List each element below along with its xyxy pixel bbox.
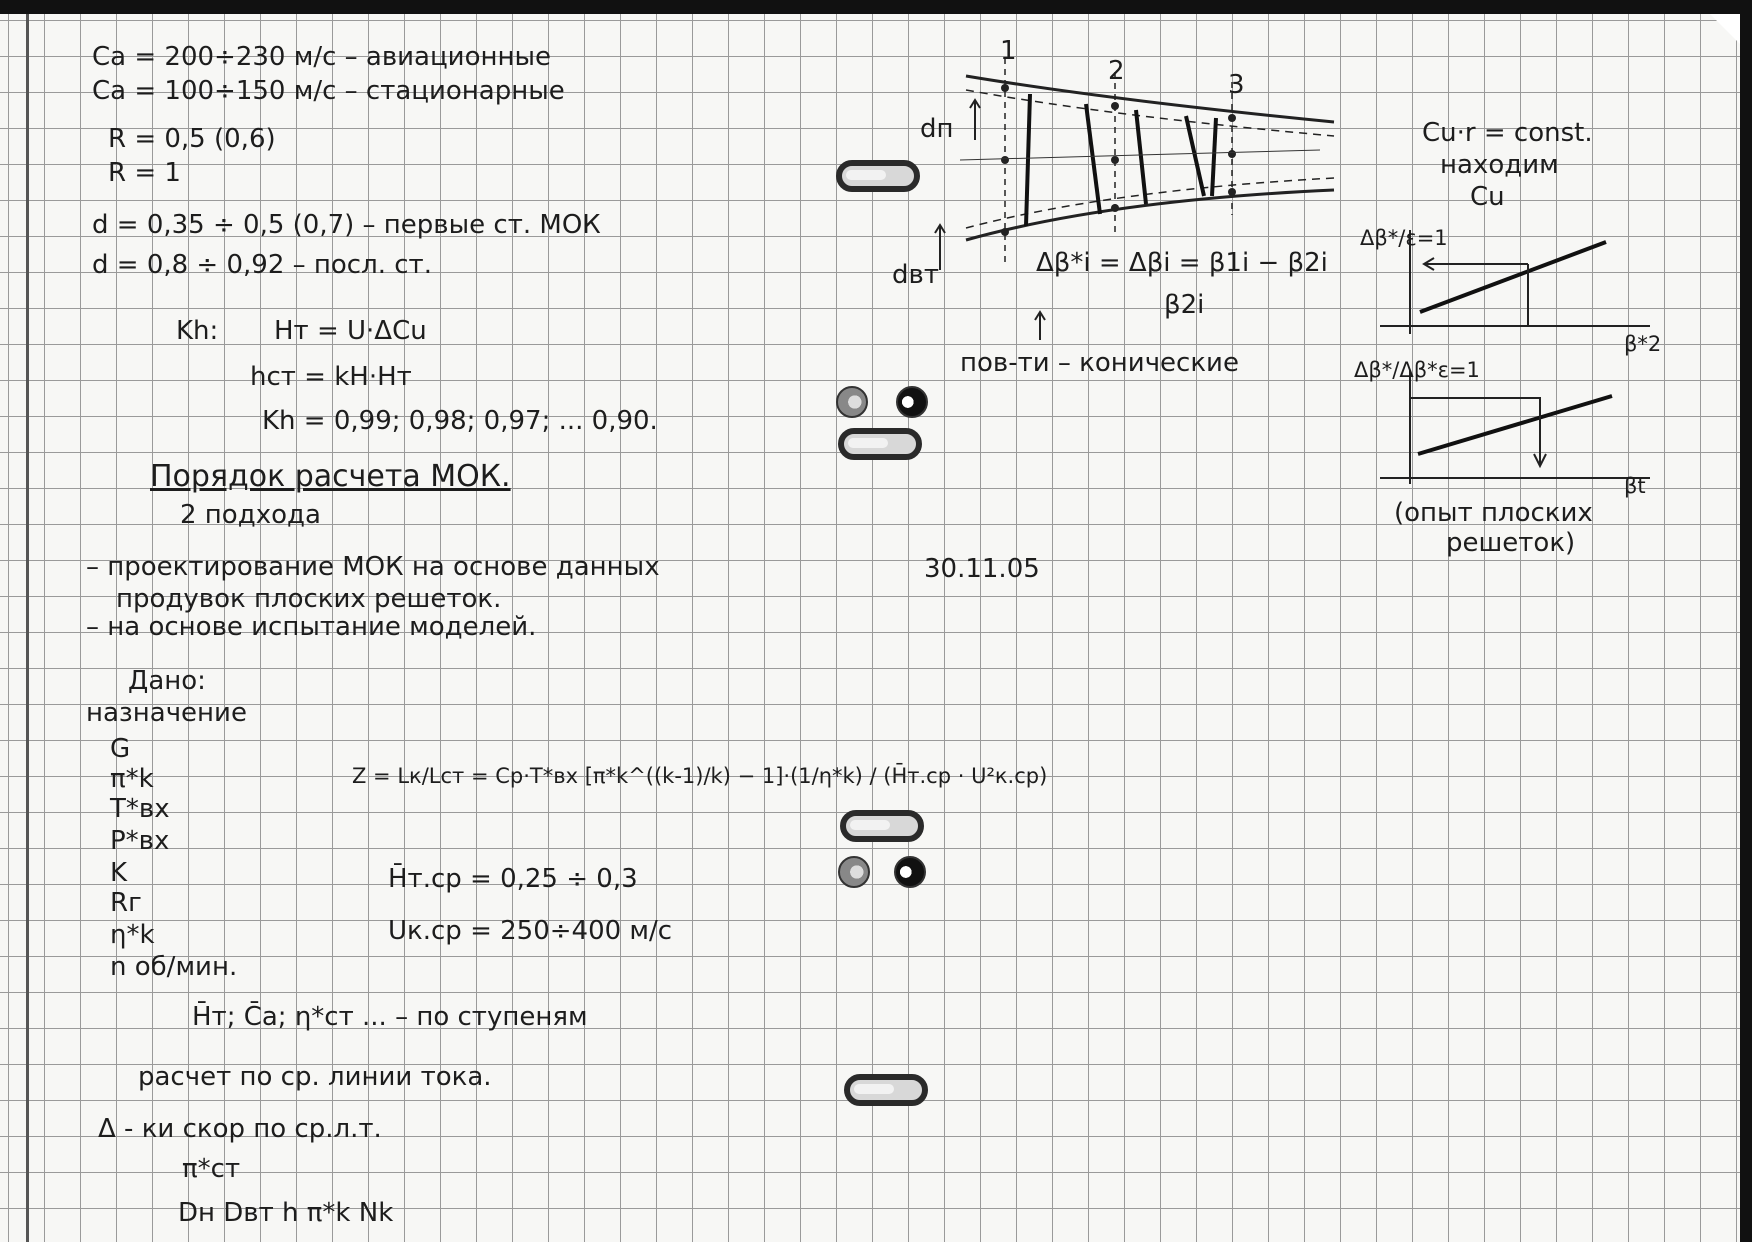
param-pi-k: π*k <box>110 764 154 794</box>
date: 30.11.05 <box>924 554 1040 584</box>
margin-line <box>26 14 29 1242</box>
punch-hole <box>894 856 926 888</box>
beta-2i-label: β2i <box>1164 290 1205 320</box>
ca-stationary-line: Ca = 100÷150 м/с – стационарные <box>92 76 565 106</box>
delta-beta-formula: Δβ*i = Δβi = β1i − β2i <box>1036 248 1328 278</box>
ca-aviation-line: Ca = 200÷230 м/с – авиационные <box>92 42 552 72</box>
param-g: G <box>110 734 131 764</box>
hst-formula: hст = kH·Hт <box>250 362 412 392</box>
binder-ring <box>836 160 920 192</box>
scan-top-border <box>0 0 1752 14</box>
param-eta-k: η*k <box>110 920 155 950</box>
approach-1-line-2: продувок плоских решеток. <box>116 584 502 614</box>
designation-label: назначение <box>86 698 247 728</box>
punch-hole <box>896 386 928 418</box>
param-n: n об/мин. <box>110 952 238 982</box>
cu-label: Cu <box>1470 182 1505 212</box>
d-first-stages: d = 0,35 ÷ 0,5 (0,7) – первые ст. МОК <box>92 210 601 240</box>
ht-formula: Hт = U·ΔCu <box>274 316 427 346</box>
param-p-in: P*вх <box>110 826 170 856</box>
conical-surfaces: пов-ти – конические <box>960 348 1239 378</box>
mean-line-calc: расчет по ср. линии тока. <box>138 1062 492 1092</box>
flow-path-sketch <box>934 58 1335 340</box>
hub-diameter-label: dвт <box>892 260 939 290</box>
d-last-stages: d = 0,8 ÷ 0,92 – посл. ст. <box>92 250 432 280</box>
graph2-xlabel: βt <box>1624 474 1646 498</box>
ht-average: H̄т.ср = 0,25 ÷ 0,3 <box>388 864 638 894</box>
graph-delta-beta-ratio-vs-betat <box>1380 370 1650 484</box>
cu-r-const: Cu·r = const. <box>1422 118 1593 148</box>
r-value-1: R = 0,5 (0,6) <box>108 124 276 154</box>
param-rg: Rг <box>110 888 142 918</box>
grid-data-note-1: (опыт плоских <box>1394 498 1593 528</box>
output-params: Dн Dвт h π*k Nk <box>178 1198 394 1228</box>
given-label: Дано: <box>128 666 206 696</box>
approach-2: – на основе испытание моделей. <box>86 612 537 642</box>
graph2-ylabel: Δβ*/Δβ*ε=1 <box>1354 358 1480 382</box>
param-t-in: T*вх <box>110 794 170 824</box>
find-label: находим <box>1440 150 1559 180</box>
graph1-ylabel: Δβ*/ε=1 <box>1360 226 1448 250</box>
graph-delta-beta-vs-beta2 <box>1380 230 1650 334</box>
per-stage-params: H̄т; C̄a; η*ст ... – по ступеням <box>192 1002 588 1032</box>
punch-hole <box>836 386 868 418</box>
binder-ring <box>838 428 922 460</box>
graph1-xlabel: β*2 <box>1624 332 1662 356</box>
station-label-3: 3 <box>1228 70 1245 100</box>
grid-data-note-2: решеток) <box>1446 528 1576 558</box>
scan-right-border <box>1740 14 1752 1242</box>
pi-stage: π*ст <box>182 1154 241 1184</box>
punch-hole <box>838 856 870 888</box>
binder-ring <box>840 810 924 842</box>
station-label-2: 2 <box>1108 56 1125 86</box>
param-k: K <box>110 858 128 888</box>
uk-average: Uк.ср = 250÷400 м/с <box>388 916 673 946</box>
r-value-2: R = 1 <box>108 158 181 188</box>
z-formula: Z = Lк/Lст = Cp·T*вх [π*k^((k-1)/k) − 1]… <box>352 764 1048 788</box>
approach-1-line-1: – проектирование МОК на основе данных <box>86 552 660 582</box>
kh-values: Kh = 0,99; 0,98; 0,97; ... 0,90. <box>262 406 658 436</box>
station-label-1: 1 <box>1000 36 1017 66</box>
kh-label: Kh: <box>176 316 219 346</box>
approaches-count: 2 подхода <box>180 500 321 530</box>
tip-diameter-label: dп <box>920 114 954 144</box>
binder-ring <box>844 1074 928 1106</box>
graph-paper-sheet <box>0 14 1740 1242</box>
velocity-triangles: Δ - ки скор по ср.л.т. <box>98 1114 382 1144</box>
section-title: Порядок расчета МОК. <box>150 459 511 494</box>
